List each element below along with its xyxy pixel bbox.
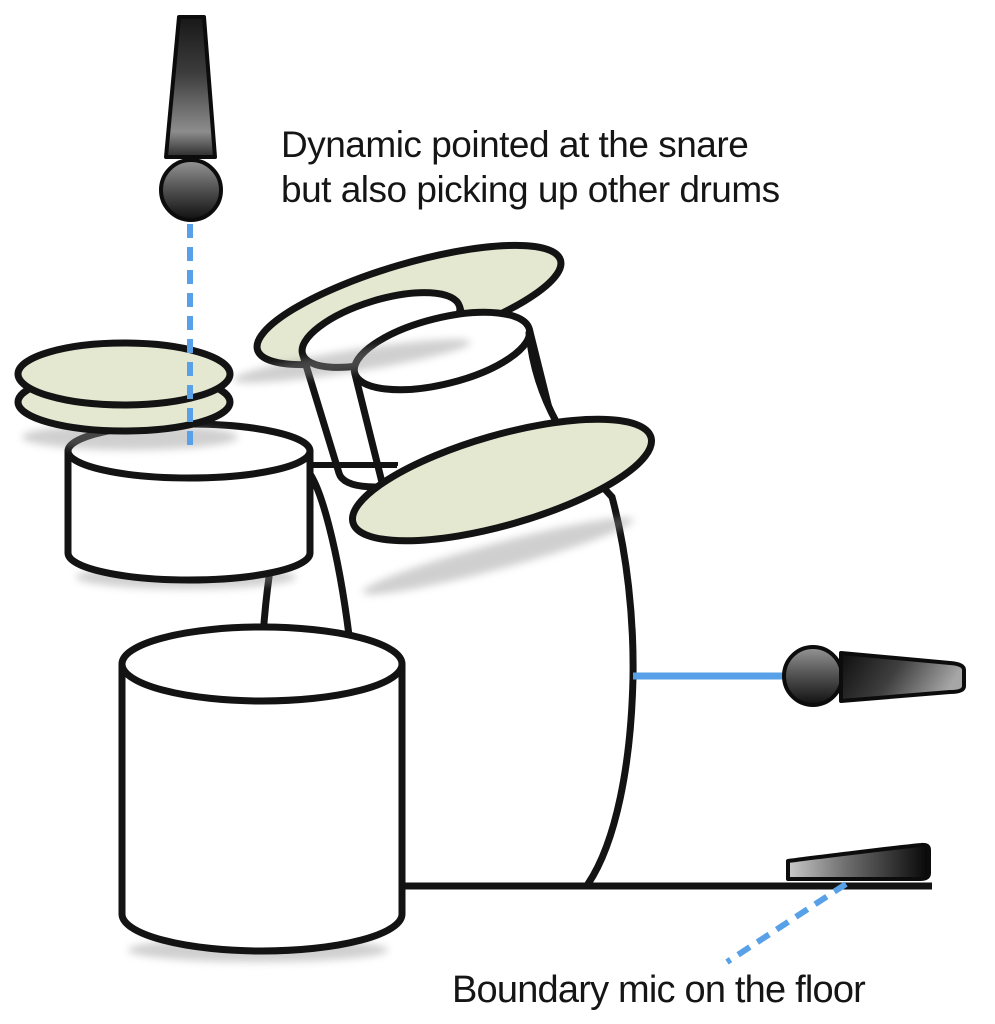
snare-mic-annotation-line2: but also picking up other drums [281, 169, 780, 210]
floor-tom [118, 623, 406, 955]
snare-mic-annotation: Dynamic pointed at the snare but also pi… [281, 122, 780, 212]
hi-hat-cymbals [14, 339, 234, 435]
boundary-mic-annotation: Boundary mic on the floor [452, 969, 866, 1011]
boundary-mic-icon [725, 842, 931, 965]
overhead-dynamic-mic-icon [159, 15, 223, 449]
boundary-pointer-dashed-line [725, 881, 848, 965]
crash-shadow [233, 339, 471, 383]
kick-mic-icon [633, 645, 966, 707]
snare-mic-annotation-line1: Dynamic pointed at the snare [281, 124, 749, 165]
ride-cymbal [348, 415, 656, 545]
ride-shadow [362, 517, 634, 595]
